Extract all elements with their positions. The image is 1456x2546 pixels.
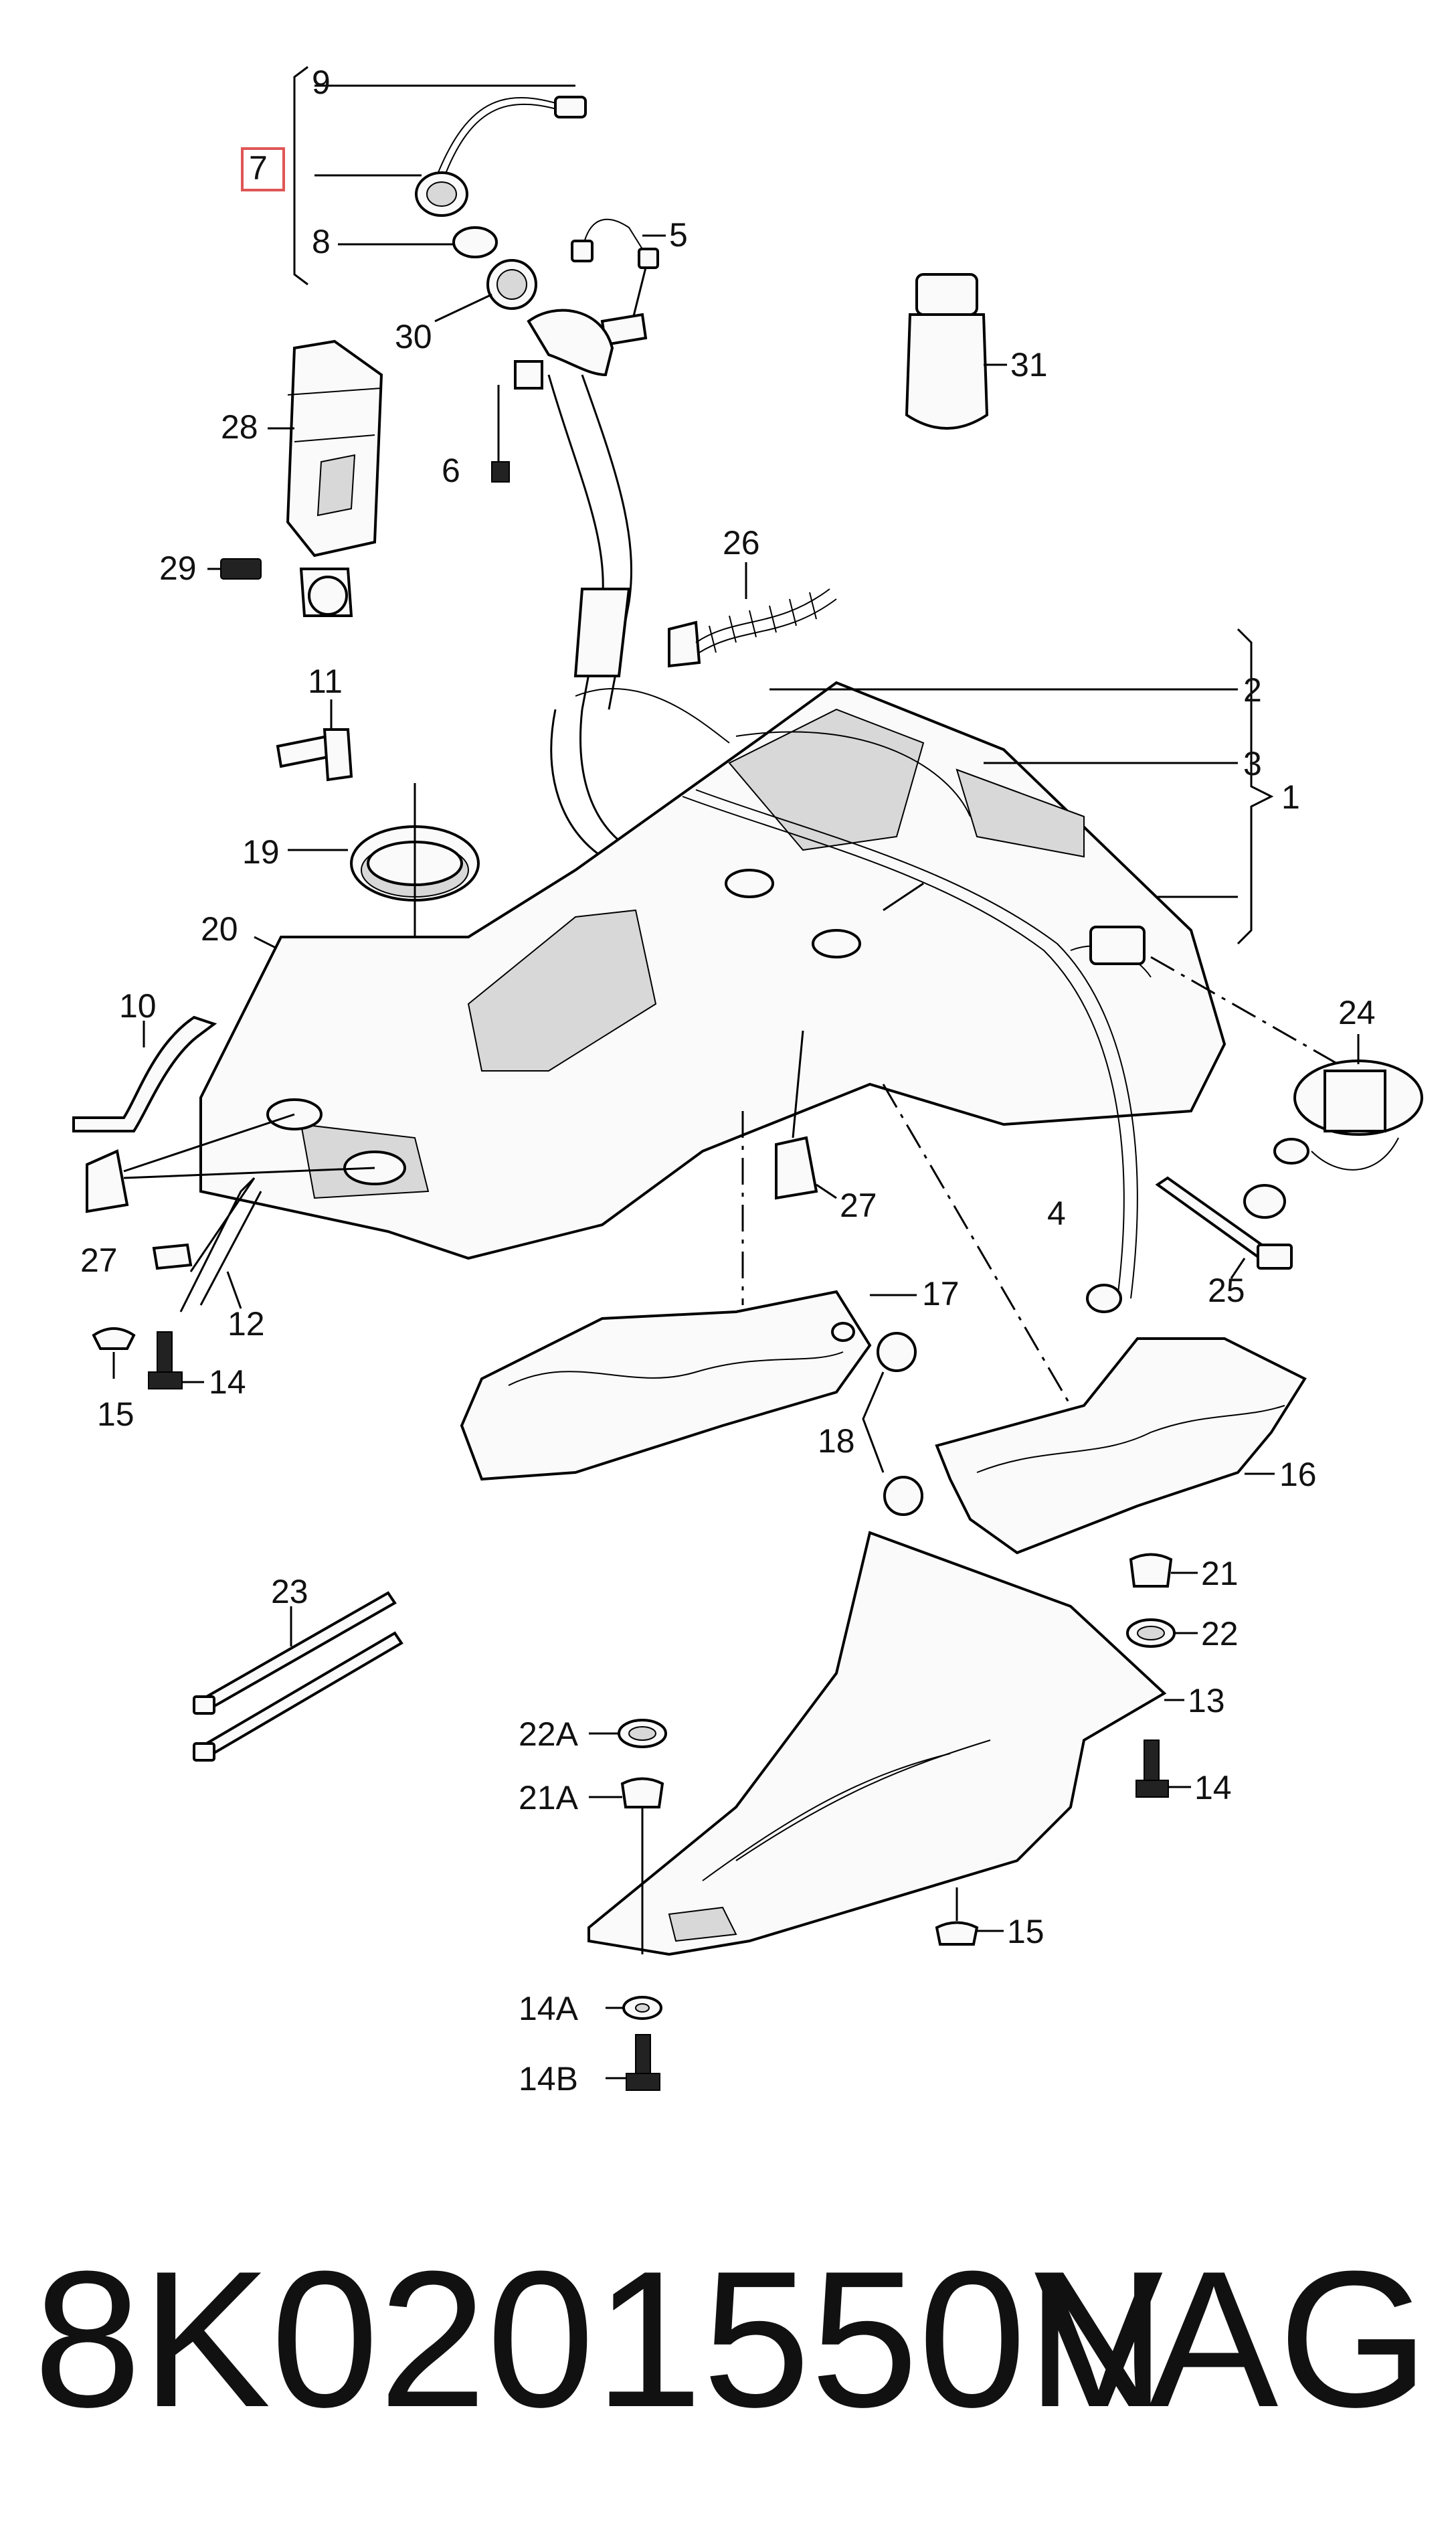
callout-17: 17: [922, 1275, 960, 1312]
callout-29: 29: [159, 549, 197, 587]
callout-30: 30: [395, 318, 432, 355]
left-hardware: [72, 1015, 837, 1389]
callout-14-right: 14: [1194, 1769, 1232, 1806]
sender-unit: [1150, 956, 1423, 1279]
callout-4: 4: [1047, 1195, 1066, 1232]
callout-11: 11: [308, 663, 343, 700]
callout-27-left: 27: [80, 1242, 118, 1279]
callout-15-left: 15: [97, 1395, 134, 1433]
filler-cap-group: [241, 66, 587, 323]
callout-14a: 14A: [519, 1990, 579, 2027]
callout-16: 16: [1279, 1456, 1317, 1493]
callout-8: 8: [312, 223, 331, 260]
callout-18: 18: [818, 1422, 855, 1460]
callout-22a: 22A: [519, 1715, 579, 1753]
tension-straps: [193, 1591, 403, 1762]
callout-25: 25: [1208, 1272, 1245, 1309]
callout-27-right: 27: [840, 1187, 877, 1224]
callout-12: 12: [227, 1305, 265, 1343]
callout-14-left: 14: [209, 1363, 246, 1401]
callout-23: 23: [271, 1573, 308, 1610]
callout-19: 19: [242, 833, 280, 871]
footer: 8K0201550N VAG: [0, 2229, 1456, 2510]
part-number: 8K0201550N: [33, 2231, 1167, 2448]
callout-14b: 14B: [519, 2060, 578, 2098]
charcoal-canister: [207, 339, 383, 617]
callout-24: 24: [1338, 994, 1376, 1031]
callout-28: 28: [221, 408, 258, 446]
callout-10: 10: [119, 987, 157, 1025]
callout-22: 22: [1201, 1615, 1239, 1652]
filler-neck: [491, 309, 730, 858]
callout-labels: 9 7 8 5 30 31 28 6 26 29 2 11 3 1 19 20 …: [80, 64, 1376, 2098]
fluid-bottle: [905, 273, 1007, 430]
callout-7: 7: [249, 149, 268, 187]
fuel-tank: [199, 628, 1274, 1313]
brand-name: VAG: [1034, 2231, 1429, 2448]
callout-21a: 21A: [519, 1779, 579, 1816]
highlight-box: [241, 147, 285, 191]
callout-9: 9: [312, 64, 331, 101]
callout-21: 21: [1201, 1555, 1239, 1592]
fuel-tank-exploded-diagram: 9 7 8 5 30 31 28 6 26 29 2 11 3 1 19 20 …: [72, 64, 1423, 2098]
callout-31: 31: [1010, 346, 1048, 384]
callout-20: 20: [201, 910, 238, 948]
callout-5: 5: [669, 216, 688, 254]
callout-3: 3: [1243, 745, 1262, 782]
callout-13: 13: [1188, 1682, 1225, 1719]
callout-1: 1: [1281, 778, 1300, 816]
underbody-panel: [587, 1531, 1198, 2091]
callout-2: 2: [1243, 671, 1262, 709]
hose-clip: [668, 562, 837, 668]
callout-6: 6: [442, 452, 460, 489]
heat-shields: [460, 1084, 1307, 1555]
callout-15-right: 15: [1007, 1913, 1044, 1950]
callout-26: 26: [723, 524, 760, 562]
